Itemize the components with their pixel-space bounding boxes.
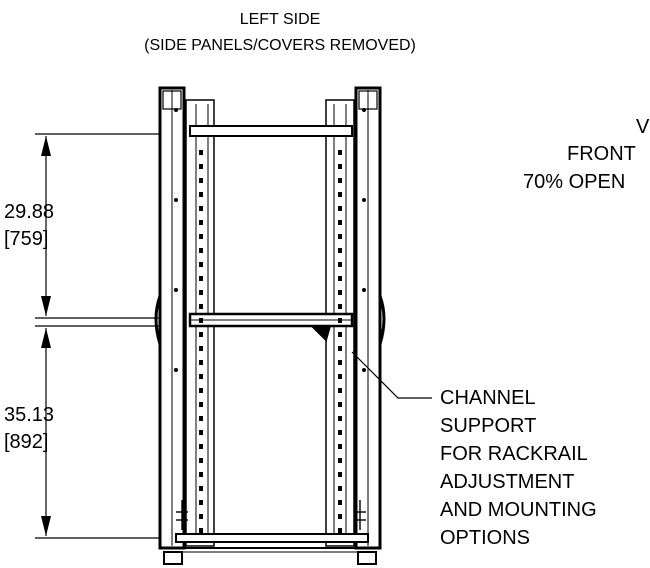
rail-hole	[199, 318, 203, 323]
rail-hole	[199, 402, 203, 407]
rail-hole	[338, 472, 342, 477]
rail-hole	[199, 514, 203, 519]
lower-dimension-metric: [892]	[4, 431, 49, 453]
rail-hole	[199, 528, 203, 533]
rail-hole	[338, 500, 342, 505]
rail-hole	[199, 262, 203, 267]
view-subtitle: (SIDE PANELS/COVERS REMOVED)	[144, 37, 416, 54]
post-hole	[174, 198, 178, 202]
side-note-line3: 70% OPEN	[523, 171, 626, 193]
rail-hole	[338, 360, 342, 365]
rail-hole	[338, 430, 342, 435]
rail-hole	[338, 444, 342, 449]
rail-hole	[199, 388, 203, 393]
rail-hole	[199, 332, 203, 337]
post-hole	[174, 108, 178, 112]
rail-hole	[338, 318, 342, 323]
rail-hole	[338, 486, 342, 491]
lower-dimension-value: 35.13	[4, 404, 55, 426]
rail-hole	[338, 458, 342, 463]
rail-hole	[338, 528, 342, 533]
rail-hole	[199, 206, 203, 211]
post-hole	[174, 368, 178, 372]
rail-hole	[338, 276, 342, 281]
callout-line-5: AND MOUNTING	[440, 499, 597, 521]
rail-hole	[338, 304, 342, 309]
rail-hole	[199, 458, 203, 463]
rail-holes	[174, 108, 366, 533]
callout-line-4: ADJUSTMENT	[440, 471, 575, 493]
dimension-lines	[35, 133, 165, 539]
rack-frame	[154, 86, 386, 565]
post-hole	[174, 288, 178, 292]
channel-support	[311, 325, 432, 399]
rail-hole	[199, 178, 203, 183]
rail-hole	[338, 234, 342, 239]
rail-hole	[199, 444, 203, 449]
rail-hole	[199, 374, 203, 379]
post-hole	[362, 108, 366, 112]
post-hole	[362, 288, 366, 292]
rail-hole	[338, 206, 342, 211]
rail-hole	[338, 346, 342, 351]
rail-hole	[338, 248, 342, 253]
rail-hole	[199, 164, 203, 169]
rail-hole	[338, 374, 342, 379]
rail-hole	[338, 262, 342, 267]
rail-hole	[338, 402, 342, 407]
rail-hole	[199, 304, 203, 309]
upper-dimension-metric: [759]	[4, 228, 49, 250]
rail-hole	[338, 514, 342, 519]
view-title: LEFT SIDE	[239, 11, 321, 28]
leveler-screws	[176, 500, 366, 530]
side-note-line2: FRONT	[567, 143, 636, 165]
rail-hole	[338, 192, 342, 197]
side-note-line1: V	[636, 116, 650, 138]
rail-hole	[199, 220, 203, 225]
post-hole	[362, 198, 366, 202]
rail-hole	[338, 388, 342, 393]
rail-hole	[199, 290, 203, 295]
rail-hole	[338, 150, 342, 155]
rail-hole	[199, 472, 203, 477]
rail-hole	[199, 430, 203, 435]
callout-line-1: CHANNEL	[440, 387, 536, 409]
rail-hole	[199, 500, 203, 505]
rail-hole	[199, 234, 203, 239]
rail-hole	[199, 192, 203, 197]
rail-hole	[338, 332, 342, 337]
rail-hole	[199, 150, 203, 155]
rail-hole	[199, 248, 203, 253]
rail-hole	[199, 486, 203, 491]
rail-hole	[199, 416, 203, 421]
post-hole	[362, 368, 366, 372]
rail-hole	[199, 346, 203, 351]
upper-dimension-value: 29.88	[4, 201, 55, 223]
rail-hole	[338, 416, 342, 421]
rail-hole	[199, 276, 203, 281]
rail-hole	[338, 220, 342, 225]
rail-hole	[199, 360, 203, 365]
callout-line-6: OPTIONS	[440, 527, 531, 549]
rail-hole	[338, 290, 342, 295]
callout-line-3: FOR RACKRAIL	[440, 443, 588, 465]
callout-line-2: SUPPORT	[440, 415, 537, 437]
rail-hole	[338, 178, 342, 183]
rail-hole	[338, 164, 342, 169]
